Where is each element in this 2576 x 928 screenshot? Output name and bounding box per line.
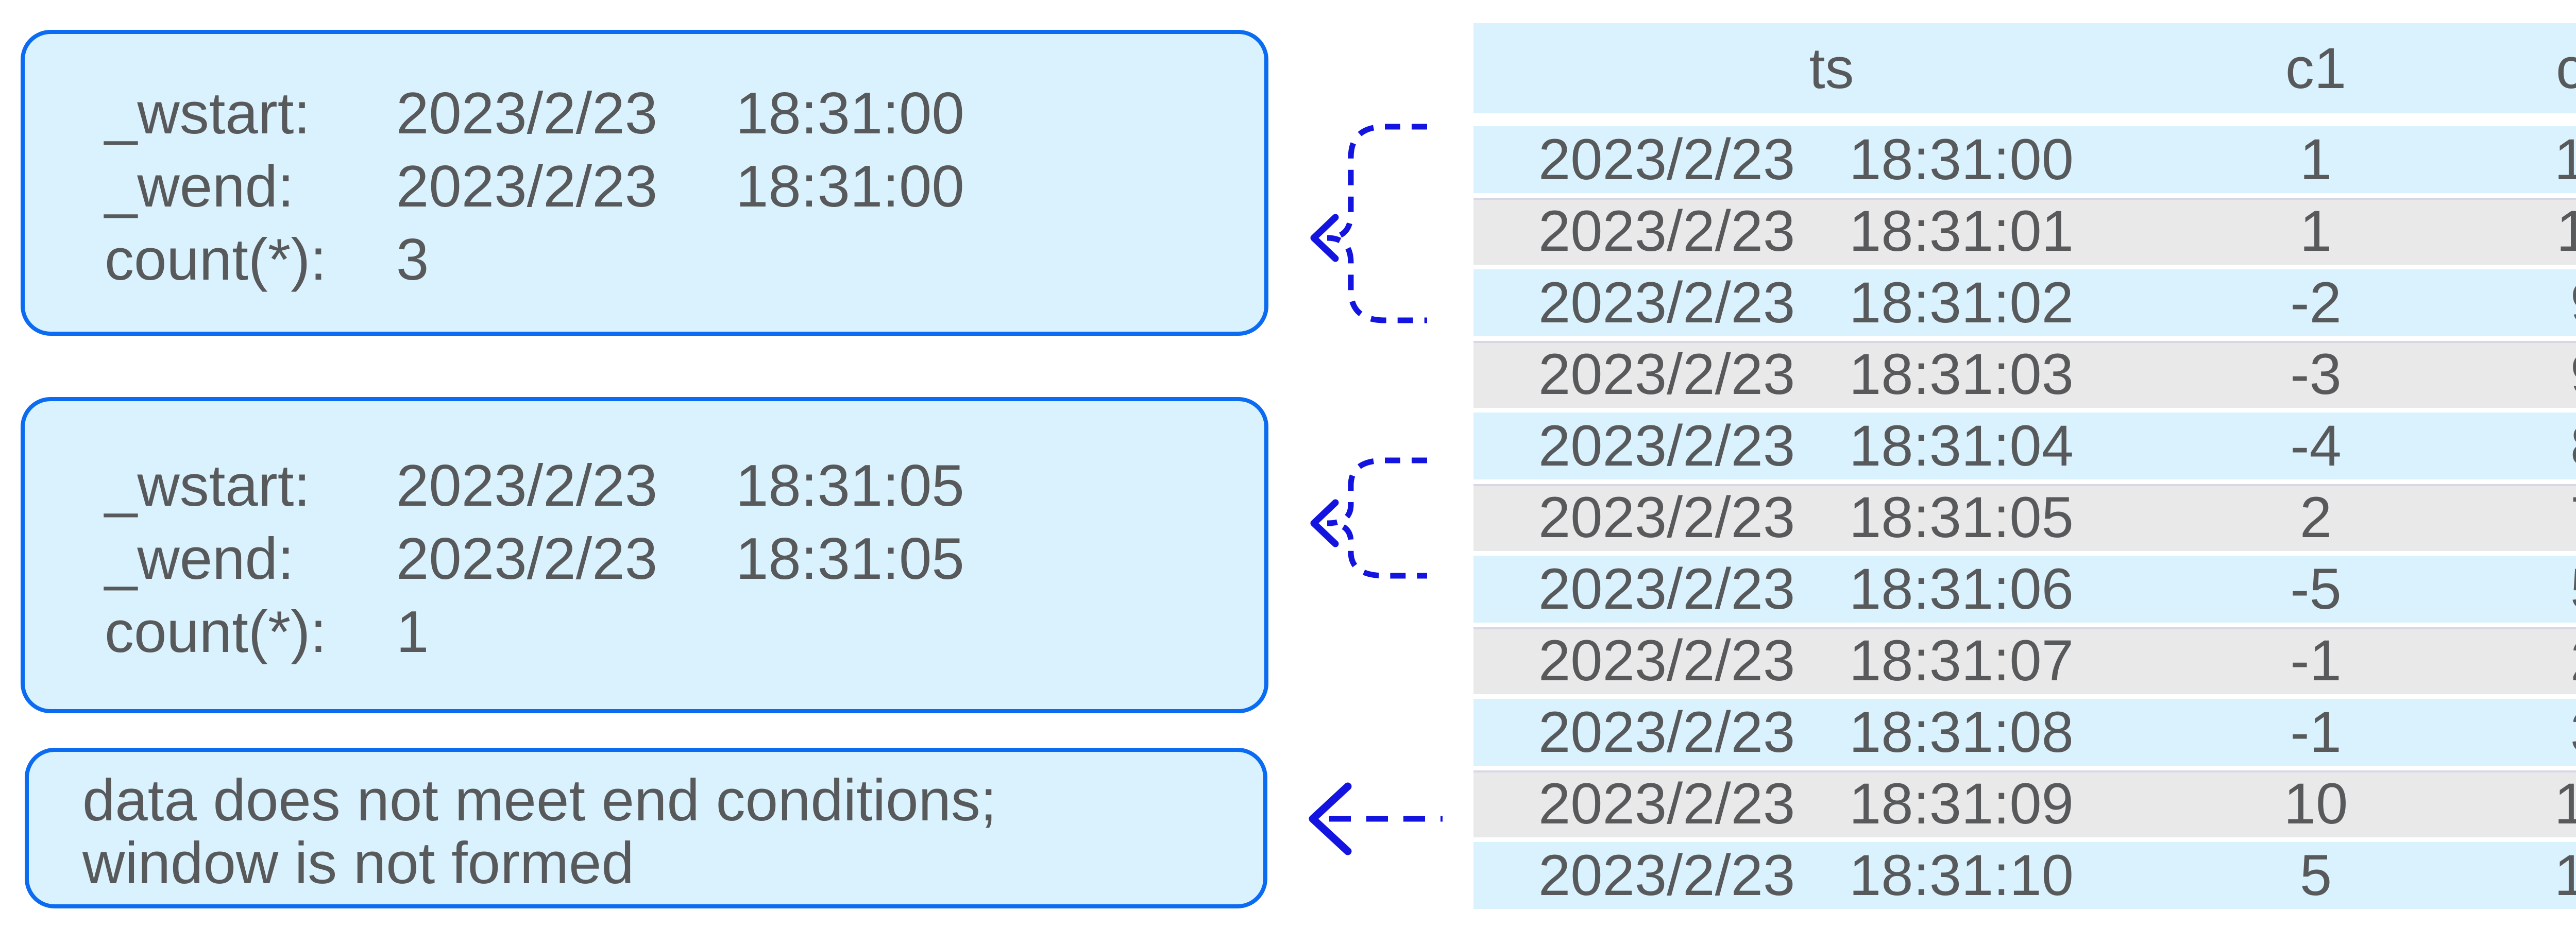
c2-cell: 18	[2554, 843, 2576, 907]
no-window-note-box: data does not meet end conditions; windo…	[25, 748, 1267, 908]
c2-cell: 3	[2483, 699, 2576, 766]
ts-time-cell: 18:31:03	[1849, 342, 2074, 406]
c2-cell: 7	[2483, 484, 2576, 551]
table-row: 2023/2/23 18:31:03 -3 9	[1473, 341, 2576, 408]
count-label: count(*):	[105, 599, 327, 665]
c2-cell: 11	[2556, 199, 2576, 263]
ts-time-cell: 18:31:05	[1849, 485, 2074, 549]
wend-label: _wend:	[105, 154, 294, 219]
c1-cell: 1	[2299, 127, 2332, 192]
c2-column-header: c2	[2555, 36, 2576, 100]
count-value: 3	[396, 227, 429, 293]
table-row: 2023/2/23 18:31:09 10 17	[1473, 770, 2576, 837]
ts-time-cell: 18:31:00	[1849, 127, 2074, 192]
c2-cell: 9	[2483, 269, 2576, 336]
ts-time-cell: 18:31:01	[1849, 199, 2074, 263]
left-arrowhead-icon	[1310, 214, 1339, 262]
count-value: 1	[396, 599, 429, 665]
count-label: count(*):	[105, 227, 327, 293]
c1-column-header: c1	[2285, 36, 2347, 100]
ts-date-cell: 2023/2/23	[1538, 127, 1795, 192]
wend-time: 18:31:00	[736, 154, 964, 219]
table-row: 2023/2/23 18:31:05 2 7	[1473, 484, 2576, 551]
brace-dashed-path	[1327, 457, 1427, 579]
left-arrowhead-icon	[1309, 782, 1352, 855]
wend-date: 2023/2/23	[396, 526, 658, 592]
wend-line: _wend: 2023/2/23 18:31:05	[105, 523, 1264, 596]
c1-cell: 1	[2299, 199, 2332, 263]
c1-cell: -3	[2290, 342, 2342, 406]
table-row: 2023/2/23 18:31:00 1 15	[1473, 126, 2576, 193]
ts-time-cell: 18:31:10	[1849, 843, 2074, 907]
c2-cell: 15	[2554, 127, 2576, 192]
no-window-arrow	[1309, 782, 1443, 855]
brace-dashed-path	[1327, 124, 1427, 323]
c2-cell: 8	[2483, 413, 2576, 479]
wstart-line: _wstart: 2023/2/23 18:31:05	[105, 450, 1264, 523]
table-row: 2023/2/23 18:31:01 1 11	[1473, 198, 2576, 265]
wstart-time: 18:31:00	[736, 81, 964, 146]
count-line: count(*): 3	[105, 224, 1264, 297]
c1-cell: -4	[2290, 414, 2342, 478]
ts-time-cell: 18:31:09	[1849, 771, 2074, 836]
window-brace-2	[1310, 457, 1427, 579]
c1-cell: -1	[2290, 700, 2342, 764]
note-line-2: window is not formed	[82, 831, 634, 896]
ts-time-cell: 18:31:06	[1849, 557, 2074, 621]
count-line: count(*): 1	[105, 596, 1264, 669]
table-row: 2023/2/23 18:31:02 -2 9	[1473, 269, 2576, 336]
ts-date-cell: 2023/2/23	[1538, 342, 1795, 406]
ts-time-cell: 18:31:07	[1849, 628, 2074, 693]
ts-date-cell: 2023/2/23	[1538, 557, 1795, 621]
table-row: 2023/2/23 18:31:08 -1 3	[1473, 699, 2576, 766]
wend-date: 2023/2/23	[396, 154, 658, 219]
table-row: 2023/2/23 18:31:07 -1 2	[1473, 627, 2576, 694]
c1-cell: -5	[2290, 557, 2342, 621]
ts-date-cell: 2023/2/23	[1538, 843, 1795, 907]
ts-date-cell: 2023/2/23	[1538, 270, 1795, 335]
c1-cell: 10	[2283, 771, 2348, 836]
window-brace-1	[1310, 124, 1427, 323]
wend-line: _wend: 2023/2/23 18:31:00	[105, 150, 1264, 224]
left-arrowhead-icon	[1310, 499, 1339, 547]
table-header-row: ts c1 c2	[1473, 23, 2576, 113]
ts-column-header: ts	[1809, 36, 1854, 100]
table-row: 2023/2/23 18:31:10 5 18	[1473, 842, 2576, 909]
c1-cell: 5	[2299, 843, 2332, 907]
table-row: 2023/2/23 18:31:06 -5 5	[1473, 556, 2576, 623]
note-line-1: data does not meet end conditions;	[82, 768, 997, 833]
wstart-time: 18:31:05	[736, 453, 964, 519]
c1-cell: -2	[2290, 270, 2342, 335]
window-result-box-1: _wstart: 2023/2/23 18:31:00 _wend: 2023/…	[21, 30, 1268, 336]
c1-cell: 2	[2299, 485, 2332, 549]
wstart-label: _wstart:	[105, 453, 311, 519]
c2-cell: 2	[2483, 627, 2576, 694]
ts-time-cell: 18:31:04	[1849, 414, 2074, 478]
window-result-box-2: _wstart: 2023/2/23 18:31:05 _wend: 2023/…	[21, 397, 1268, 713]
data-table: ts c1 c2 2023/2/23 18:31:00 1 15 2023/2/…	[1473, 23, 2576, 914]
wend-label: _wend:	[105, 526, 294, 592]
table-body: 2023/2/23 18:31:00 1 15 2023/2/23 18:31:…	[1473, 126, 2576, 909]
ts-time-cell: 18:31:02	[1849, 270, 2074, 335]
ts-date-cell: 2023/2/23	[1538, 628, 1795, 693]
table-row: 2023/2/23 18:31:04 -4 8	[1473, 413, 2576, 479]
c1-cell: -1	[2290, 628, 2342, 693]
ts-date-cell: 2023/2/23	[1538, 700, 1795, 764]
c2-cell: 9	[2483, 341, 2576, 408]
wstart-date: 2023/2/23	[396, 453, 658, 519]
wstart-line: _wstart: 2023/2/23 18:31:00	[105, 77, 1264, 150]
ts-date-cell: 2023/2/23	[1538, 485, 1795, 549]
ts-date-cell: 2023/2/23	[1538, 199, 1795, 263]
wstart-date: 2023/2/23	[396, 81, 658, 146]
c2-cell: 5	[2483, 556, 2576, 623]
wstart-label: _wstart:	[105, 81, 311, 146]
wend-time: 18:31:05	[736, 526, 964, 592]
ts-date-cell: 2023/2/23	[1538, 771, 1795, 836]
ts-date-cell: 2023/2/23	[1538, 414, 1795, 478]
ts-time-cell: 18:31:08	[1849, 700, 2074, 764]
c2-cell: 17	[2554, 771, 2576, 836]
